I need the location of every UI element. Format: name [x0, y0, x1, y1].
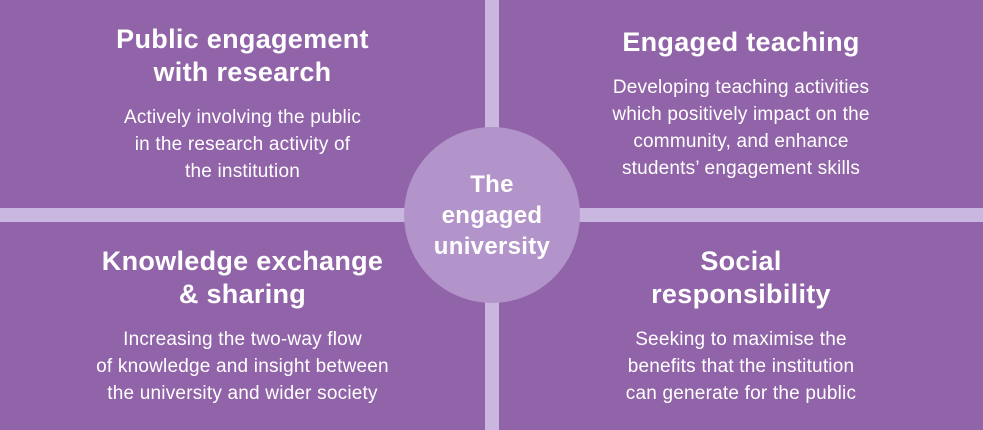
quadrant-body: Increasing the two-way flow of knowledge… — [96, 329, 389, 404]
quadrant-body: Actively involving the public in the res… — [123, 107, 362, 182]
quadrant-knowledge-exchange-and-sharing: Knowledge exchange & sharing Increasing … — [0, 222, 485, 430]
quadrant-heading: Knowledge exchange & sharing — [101, 246, 384, 309]
quadrant-body: Developing teaching activities which pos… — [612, 77, 870, 179]
center-circle: The engaged university — [404, 127, 580, 303]
quadrant-public-engagement-with-research: Public engagement with research Actively… — [0, 0, 485, 208]
center-title: The engaged university — [433, 170, 551, 260]
quadrant-body: Seeking to maximise the benefits that th… — [625, 329, 857, 404]
quadrant-heading: Engaged teaching — [622, 27, 860, 57]
quadrant-heading: Social responsibility — [651, 246, 831, 309]
quadrant-heading: Public engagement with research — [116, 24, 369, 87]
quadrant-social-responsibility: Social responsibility Seeking to maximis… — [499, 222, 983, 430]
quadrant-engaged-teaching: Engaged teaching Developing teaching act… — [499, 0, 983, 208]
